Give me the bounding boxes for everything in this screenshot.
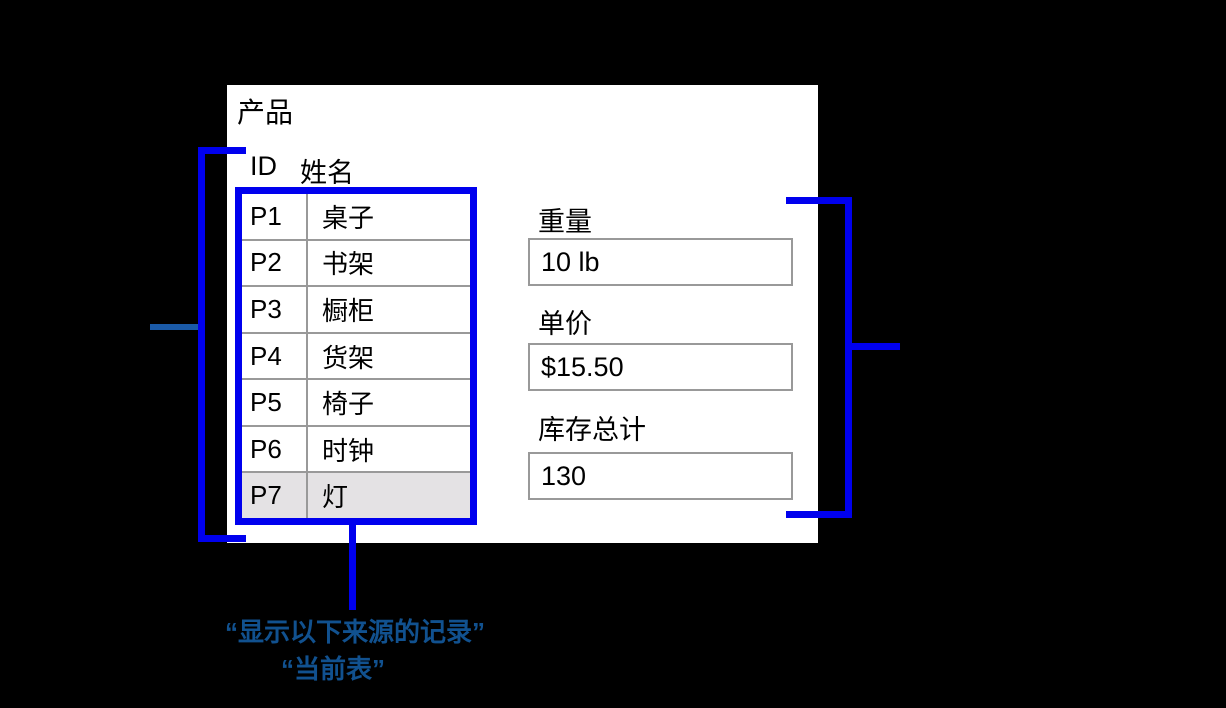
right-bracket-vertical — [845, 197, 852, 518]
row-name: 桌子 — [322, 202, 375, 233]
row-name: 橱柜 — [322, 295, 375, 326]
callout-text-line1: “显示以下来源的记录” — [225, 617, 486, 647]
field-input-unit-price[interactable]: $15.50 — [528, 343, 793, 391]
row-id: P5 — [242, 380, 308, 425]
field-input-inventory-total[interactable]: 130 — [528, 452, 793, 500]
row-name: 时钟 — [322, 435, 375, 466]
row-id: P1 — [242, 194, 308, 239]
row-name: 椅子 — [322, 389, 375, 420]
right-bracket-tick — [845, 343, 900, 350]
field-input-weight[interactable]: 10 lb — [528, 238, 793, 286]
window-title: 产品 — [237, 97, 294, 128]
row-id: P3 — [242, 287, 308, 332]
row-name: 灯 — [322, 482, 349, 513]
row-name: 货架 — [322, 342, 375, 373]
left-bracket-top — [198, 147, 246, 154]
field-label-unit-price: 单价 — [538, 309, 592, 339]
field-label-weight: 重量 — [538, 207, 592, 237]
list-row-p1[interactable]: P1 桌子 — [242, 194, 470, 241]
left-bracket-bottom — [198, 535, 246, 542]
list-row-p5[interactable]: P5 椅子 — [242, 380, 470, 427]
list-row-p6[interactable]: P6 时钟 — [242, 426, 470, 474]
right-bracket-bottom — [786, 511, 852, 518]
column-header-name: 姓名 — [300, 158, 354, 188]
row-id: P4 — [242, 333, 308, 379]
left-bracket-vertical — [198, 147, 205, 542]
list-row-p7-selected[interactable]: P7 灯 — [242, 473, 470, 519]
callout-pointer-line — [349, 523, 356, 610]
callout-text-line2: “当前表” — [281, 654, 386, 684]
column-header-id: ID — [250, 151, 277, 181]
left-bracket-tick — [150, 324, 198, 330]
right-bracket-top — [786, 197, 852, 204]
row-name: 书架 — [322, 249, 375, 280]
row-id: P6 — [242, 426, 308, 472]
row-id: P2 — [242, 240, 308, 286]
row-id: P7 — [242, 473, 308, 519]
list-row-p4[interactable]: P4 货架 — [242, 333, 470, 381]
list-row-p2[interactable]: P2 书架 — [242, 240, 470, 288]
list-row-p3[interactable]: P3 橱柜 — [242, 287, 470, 334]
record-list: P1 桌子 P2 书架 P3 橱柜 P4 货架 P5 椅子 P6 时钟 P7 灯 — [235, 187, 477, 525]
field-label-inventory-total: 库存总计 — [538, 415, 646, 445]
